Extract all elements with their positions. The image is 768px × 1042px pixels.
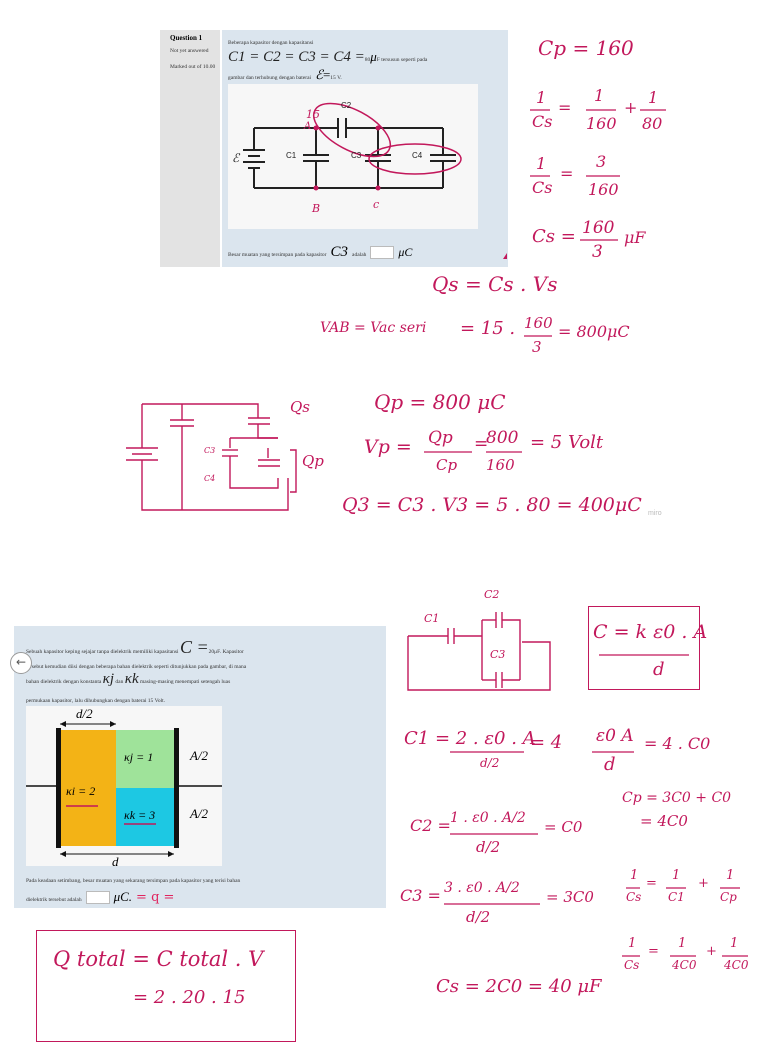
note-vab: VAB = Vac seri = 15 . 160 3 = 800μC <box>320 314 630 356</box>
q-total-box: Q total = C total . V = 2 . 20 . 15 <box>36 930 296 1042</box>
circuit-sketch: Qs Qp C3 C4 <box>118 398 338 516</box>
q2-c-value: 20 <box>208 649 215 655</box>
note-c3-calc: C3 = 3 . ε0 . A/2 d/2 = 3C0 <box>400 880 594 926</box>
q2-c-symbol: C = <box>179 637 209 657</box>
note-series-1: 1 Cs = 1 160 + 1 80 <box>530 86 666 133</box>
note-c2-calc: C2 = 1 . ε0 . A/2 d/2 = C0 <box>410 810 583 856</box>
c2-label: C2 <box>341 101 352 110</box>
q2-line-3: bahan dielektrik dengan konstanta κj dan… <box>26 671 231 687</box>
q2-footer-1: Pada keadaan setimbang, besar muatan yan… <box>26 878 241 884</box>
question-marks: Marked out of 10.00 <box>170 64 216 70</box>
note-series-4: 1 Cs = 1 4C0 + 1 4C0 <box>622 936 749 972</box>
fig-ki: κi = 2 <box>66 784 96 798</box>
fig-a-bottom: A/2 <box>190 806 209 821</box>
question-info-panel: Question 1 Not yet answered Marked out o… <box>160 30 220 267</box>
note-series-3: 1 Cs = 1 C1 + 1 Cp <box>626 868 740 904</box>
equation-value: 80 <box>364 57 371 63</box>
fig-kj: κj = 1 <box>124 750 154 764</box>
q2-answer-unit: μC. <box>113 889 133 904</box>
back-arrow-icon[interactable]: ← <box>10 652 32 674</box>
node-b-label: B <box>311 202 320 215</box>
note-q3: Q3 = C3 . V3 = 5 . 80 = 400μC <box>342 494 642 516</box>
question-heading: Question 1 <box>170 34 203 42</box>
fig-d: d <box>112 854 119 869</box>
question-2-card: Sebuah kapasitor keping sejajar tanpa di… <box>14 626 386 908</box>
sketch-c3: C3 <box>204 446 216 455</box>
sketch-c4: C4 <box>204 474 216 483</box>
prompt-text: Besar muatan yang tersimpan pada kapasit… <box>228 252 327 258</box>
capacitance-equation: C1 = C2 = C3 = C4 =80μF tersusun seperti… <box>228 48 427 66</box>
sketch2-c2: C2 <box>484 588 500 601</box>
circuit-figure: ℰ C1 C2 C3 C4 15 A B c <box>228 84 478 229</box>
formula-d: d <box>653 659 665 680</box>
fig-kk: κk = 3 <box>124 808 156 822</box>
formula-box: C = k ε0 . A d <box>588 606 707 690</box>
question-prompt: Besar muatan yang tersimpan pada kapasit… <box>228 243 412 261</box>
question-intro: Beberapa kapasitor dengan kapasitansi <box>228 40 314 46</box>
emf-value: 15 V. <box>330 75 342 81</box>
q2-line-4: permukaan kapasitor, lalu dihubungkan de… <box>26 698 166 704</box>
answer-unit: μC <box>398 245 413 259</box>
q2-kj: κj <box>102 671 115 687</box>
node-15-label: 15 <box>306 108 320 121</box>
q-total-formula: Q total = C total . V <box>53 947 264 971</box>
q2-footer-2: dielektrik tersebut adalah μC. = q = <box>26 889 175 905</box>
prompt-c3: C3 <box>330 244 349 260</box>
equation-unit: μ <box>370 49 377 64</box>
node-c-label: c <box>373 198 379 211</box>
emf-eq: = <box>322 67 331 82</box>
fig-a-top: A/2 <box>190 748 209 763</box>
equation-text: C1 = C2 = C3 = C4 = <box>228 49 365 65</box>
note-cp-calc: Cp = 3C0 + C0 = 4C0 <box>622 790 732 830</box>
sketch2-c3: C3 <box>490 648 506 661</box>
note-c1-calc: C1 = 2 . ε0 . A d/2 = 4 ε0 A d = 4 . C0 <box>404 726 711 775</box>
prompt-adalah: adalah <box>352 252 367 258</box>
note-cs-value: Cs = 160 3 μF <box>532 218 646 262</box>
answer-input[interactable] <box>370 245 395 259</box>
c3-label: C3 <box>351 151 362 160</box>
q2-answer-input[interactable] <box>85 890 110 904</box>
q2-c-unit: μF. Kapasitor <box>214 649 244 655</box>
dielectric-diagram <box>26 721 222 857</box>
question-status: Not yet answered <box>170 48 209 54</box>
flag-icon[interactable] <box>503 253 507 259</box>
note-cp-160: Cp = 160 <box>538 36 634 60</box>
sketch-qp: Qp <box>302 452 324 470</box>
q2-note-q: = q = <box>136 890 175 905</box>
question-1-card: Beberapa kapasitor dengan kapasitansi C1… <box>222 30 508 267</box>
note-qs: Qs = Cs . Vs <box>432 272 558 296</box>
c4-label: C4 <box>412 151 423 160</box>
dielectric-figure: d/2 κi = 2 κj = 1 κk = 3 A/2 A/2 d <box>26 706 222 869</box>
sketch-qs: Qs <box>290 398 310 416</box>
emf-symbol: ℰ <box>315 67 323 82</box>
miro-watermark: miro <box>648 510 662 517</box>
capacitor-sketch-2: C1 C2 C3 <box>404 586 564 706</box>
battery-text: gambar dan terhubung dengan baterai <box>228 75 312 81</box>
battery-line: gambar dan terhubung dengan baterai ℰ=15… <box>228 66 342 84</box>
q2-line-1: Sebuah kapasitor keping sejajar tanpa di… <box>26 637 244 657</box>
fig-d-half: d/2 <box>76 706 93 721</box>
formula-text: C = k ε0 . A <box>593 621 708 643</box>
circuit-diagram: ℰ C1 C2 C3 C4 15 A B c <box>232 101 462 215</box>
sketch2-c1: C1 <box>424 612 440 625</box>
note-series-2: 1 Cs = 3 160 <box>530 152 620 199</box>
node-a-label: A <box>303 121 311 132</box>
note-cs-final: Cs = 2C0 = 40 μF <box>436 976 602 997</box>
note-qp: Qp = 800 μC <box>374 390 506 414</box>
q-total-calc: = 2 . 20 . 15 <box>133 987 246 1008</box>
q2-line-2: tersebut kemudian diisi dengan beberapa … <box>26 664 247 670</box>
c1-label: C1 <box>286 151 297 160</box>
note-vp: Vp = Qp Cp = 800 160 = 5 Volt <box>364 428 604 474</box>
q2-kk: κk <box>124 671 139 687</box>
emf-label: ℰ <box>232 151 241 165</box>
equation-tail: F tersusun seperti pada <box>376 57 428 63</box>
